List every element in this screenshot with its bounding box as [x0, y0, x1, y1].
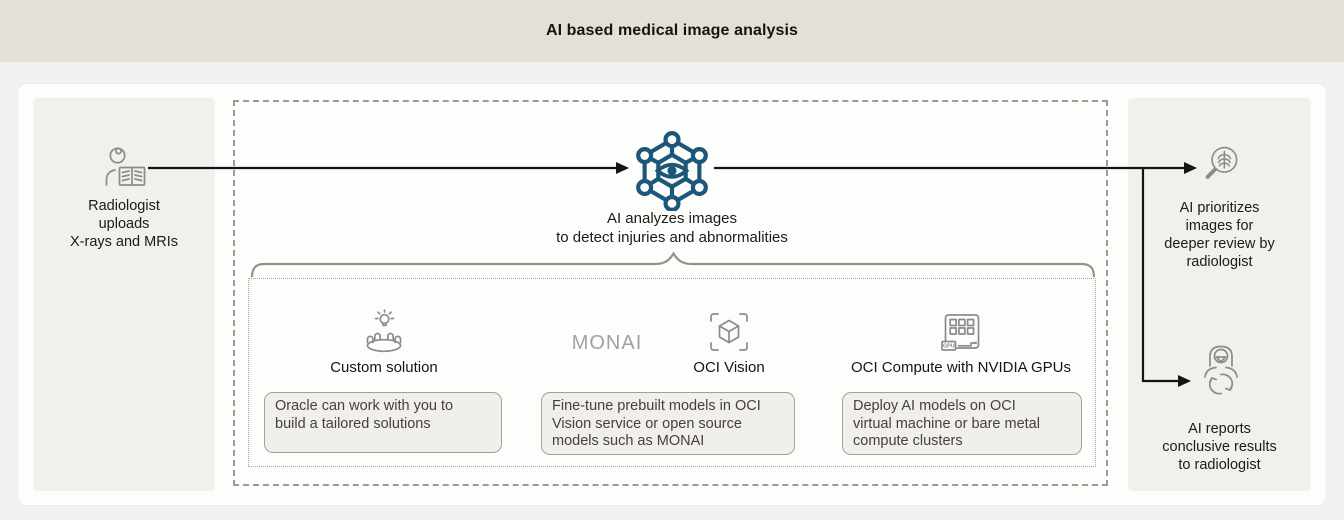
diagram-title: AI based medical image analysis: [545, 22, 799, 39]
ai-analysis-caption: AI analyzes images to detect injuries an…: [556, 210, 788, 246]
custom-solution-icon: [366, 309, 402, 353]
stage-right-top-label: AI prioritizes images for deeper review …: [1164, 200, 1275, 270]
option-oci-compute-label: OCI Compute with NVIDIA GPUs: [850, 359, 1072, 376]
ai-analysis-region: [233, 100, 1108, 486]
option-oci-vision-note: Fine-tune prebuilt models in OCI Vision …: [541, 392, 795, 455]
nvidia-gpu-icon: GPU: [941, 314, 980, 351]
option-oci-compute-note: Deploy AI models on OCI virtual machine …: [842, 392, 1082, 455]
gpu-chip-label: GPU: [943, 344, 955, 350]
monai-wordmark: MONAI: [571, 332, 643, 354]
option-custom-solution-note: Oracle can work with you to build a tail…: [264, 392, 502, 453]
radiologist-cycle-icon: [1204, 345, 1238, 395]
xray-magnifier-icon: [1205, 146, 1238, 179]
radiologist-icon: [105, 147, 146, 186]
option-custom-solution-label: Custom solution: [330, 359, 438, 376]
stage-radiologist-upload: Radiologist uploads X-rays and MRIs: [33, 98, 215, 491]
stage-right-bottom-label: AI reports conclusive results to radiolo…: [1162, 421, 1277, 473]
ai-network-eye-icon: [636, 131, 708, 211]
stage-ai-results: AI prioritizes images for deeper review …: [1128, 98, 1311, 491]
option-oci-vision-label: OCI Vision: [693, 359, 765, 376]
stage-left-label: Radiologist uploads X-rays and MRIs: [70, 198, 178, 250]
oci-vision-icon: [710, 313, 748, 351]
title-banner: AI based medical image analysis: [0, 0, 1344, 62]
implementation-options-region: [248, 278, 1096, 467]
